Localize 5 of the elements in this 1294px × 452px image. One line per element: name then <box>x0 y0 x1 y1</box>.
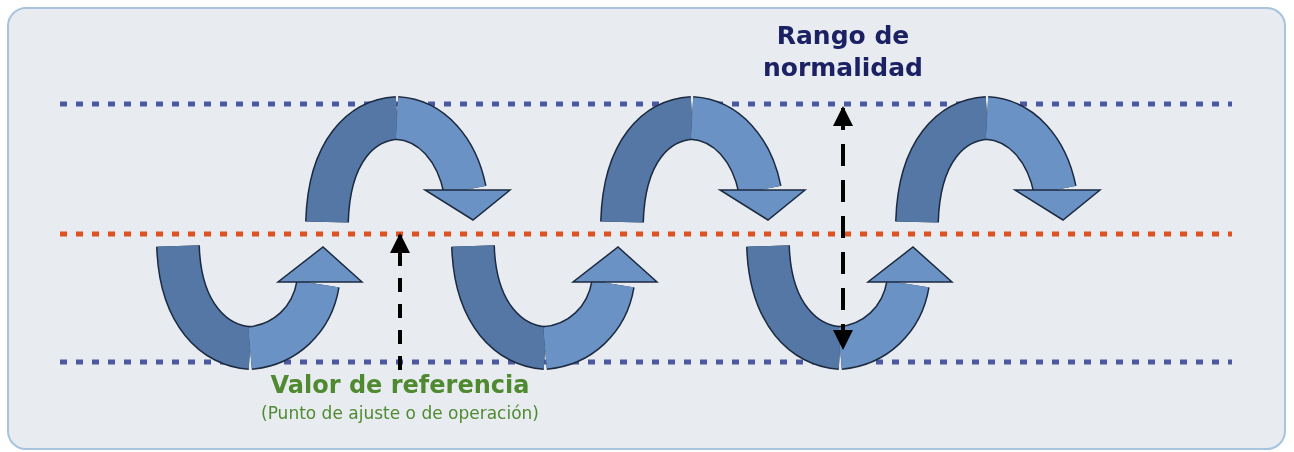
sublabel-text: (Punto de ajuste o de operación) <box>260 402 540 425</box>
range-label: Rango de normalidad <box>762 20 924 84</box>
leader-arrow <box>390 233 410 370</box>
reference-label: Valor de referencia <box>269 370 531 400</box>
reference-line <box>60 231 1232 237</box>
